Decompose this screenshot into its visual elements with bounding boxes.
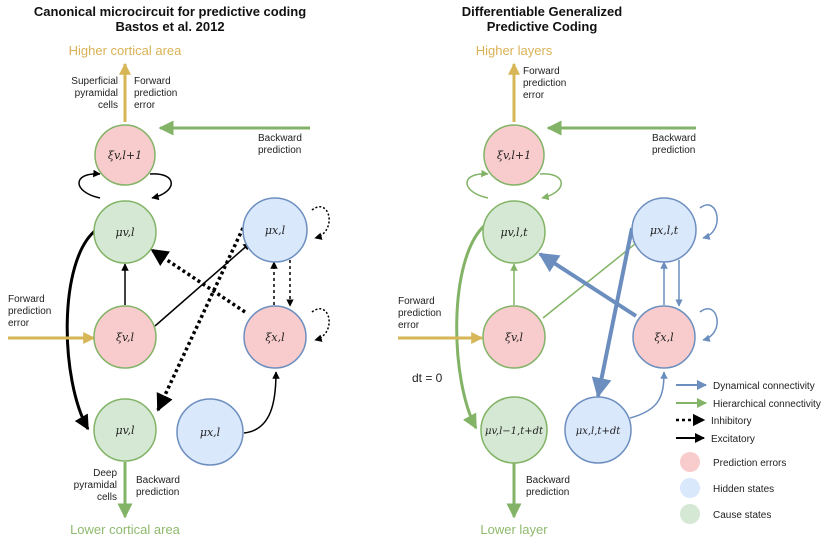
right-xi-to-mux-arrow — [542, 239, 641, 319]
right-forward-top-3: error — [523, 90, 545, 101]
left-backward-bottom-1: Backward — [136, 475, 180, 486]
left-node-xi-x-l: ξx,l — [243, 305, 307, 369]
svg-text:μx,l,t+dt: μx,l,t+dt — [576, 426, 621, 437]
svg-text:μv,l−1,t+dt: μv,l−1,t+dt — [485, 426, 544, 437]
legend-hierarchical: Hierarchical connectivity — [676, 398, 821, 410]
svg-text:Prediction errors: Prediction errors — [713, 458, 786, 469]
left-superficial-2: pyramidal — [75, 88, 118, 99]
left-lower-label: Lower cortical area — [70, 522, 181, 537]
right-forward-top-1: Forward — [523, 66, 560, 77]
right-muxdt-to-xix-arrow — [629, 371, 668, 419]
left-backward-top-2: prediction — [258, 145, 301, 156]
left-deep-2: pyramidal — [74, 480, 117, 491]
right-forward-left-1: Forward — [398, 296, 435, 307]
right-panel: Differentiable Generalized Predictive Co… — [398, 4, 718, 537]
left-inhibitory-xix-to-muv-arrow — [150, 248, 246, 314]
right-node-mu-x-lt: μx,l,t — [631, 197, 697, 263]
svg-text:Excitatory: Excitatory — [711, 434, 755, 445]
right-backward-bottom-1: Backward — [526, 475, 570, 486]
right-thick-curved-arrow — [455, 224, 486, 430]
right-node-xi-v-l: ξv,l — [482, 305, 546, 369]
right-xix-to-muv-arrow — [538, 252, 638, 318]
left-node-xi-v-l: ξv,l — [93, 305, 157, 369]
svg-text:μx,l: μx,l — [265, 224, 286, 237]
right-node-mu-x-ltdt: μx,l,t+dt — [564, 396, 632, 464]
right-forward-left-2: prediction — [398, 308, 441, 319]
legend-cause-states: Cause states — [680, 504, 771, 524]
right-self-loop-mux-arrow — [699, 204, 718, 240]
left-node-mu-x-l-bottom: μx,l — [176, 398, 244, 466]
right-self-loop-xix-arrow — [699, 308, 718, 342]
legend-dynamical: Dynamical connectivity — [676, 380, 815, 392]
right-forward-left-3: error — [398, 320, 420, 331]
svg-text:Cause states: Cause states — [713, 510, 771, 521]
left-superficial-1: Superficial — [71, 76, 118, 87]
left-backward-bottom-2: prediction — [136, 487, 179, 498]
right-higher-label: Higher layers — [476, 43, 553, 58]
right-mux-to-muxdt-arrow — [591, 227, 634, 398]
left-loop-right-arrow — [149, 173, 172, 201]
right-backward-bottom-2: prediction — [526, 487, 569, 498]
left-node-xi-v-l1: ξv,l+1 — [94, 124, 156, 186]
left-self-loop-mux-arrow — [311, 206, 330, 240]
left-loop-left-arrow — [78, 169, 101, 199]
left-inhibitory-mux-to-muv-arrow — [156, 227, 245, 412]
right-title-line2: Predictive Coding — [487, 19, 598, 34]
svg-text:Inhibitory: Inhibitory — [711, 416, 752, 427]
svg-text:ξx,l: ξx,l — [654, 331, 674, 344]
left-forward-left-3: error — [8, 318, 30, 329]
left-forward-top-3: error — [134, 100, 156, 111]
left-thick-curved-arrow — [65, 228, 97, 431]
svg-text:Dynamical connectivity: Dynamical connectivity — [713, 381, 815, 392]
left-superficial-3: cells — [98, 100, 118, 111]
svg-text:ξv,l+1: ξv,l+1 — [497, 149, 531, 162]
left-higher-label: Higher cortical area — [69, 43, 182, 58]
left-title-line2: Bastos et al. 2012 — [115, 19, 224, 34]
left-panel: Canonical microcircuit for predictive co… — [8, 4, 330, 537]
left-mux-bottom-to-xix-arrow — [243, 371, 280, 434]
svg-text:ξx,l: ξx,l — [265, 331, 285, 344]
left-self-loop-xix-arrow — [311, 308, 330, 342]
left-node-mu-x-l-top: μx,l — [242, 197, 308, 263]
right-loop-left-arrow — [466, 169, 489, 199]
left-forward-left-1: Forward — [8, 294, 45, 305]
right-title-line1: Differentiable Generalized — [462, 4, 622, 19]
svg-text:μx,l: μx,l — [200, 426, 221, 439]
right-node-mu-v-lt: μv,l,t — [482, 200, 546, 264]
svg-text:ξv,l: ξv,l — [505, 331, 523, 344]
left-title-line1: Canonical microcircuit for predictive co… — [34, 4, 306, 19]
right-node-mu-v-bottom: μv,l−1,t+dt — [480, 396, 548, 464]
svg-text:μx,l,t: μx,l,t — [650, 224, 679, 237]
left-deep-1: Deep — [93, 468, 117, 479]
left-backward-top-1: Backward — [258, 133, 302, 144]
right-node-xi-x-l: ξx,l — [632, 305, 696, 369]
legend: Dynamical connectivity Hierarchical conn… — [676, 380, 821, 524]
right-forward-top-2: prediction — [523, 78, 566, 89]
legend-prediction-errors: Prediction errors — [680, 452, 786, 472]
left-forward-top-1: Forward — [134, 76, 171, 87]
svg-text:μv,l: μv,l — [115, 424, 135, 437]
right-node-xi-v-l1: ξv,l+1 — [483, 124, 545, 186]
legend-inhibitory: Inhibitory — [676, 413, 752, 427]
svg-text:Hierarchical connectivity: Hierarchical connectivity — [713, 399, 821, 410]
legend-excitatory: Excitatory — [676, 433, 755, 445]
right-backward-top-1: Backward — [652, 133, 696, 144]
left-node-mu-v-l-bottom: μv,l — [93, 398, 157, 462]
svg-text:μv,l: μv,l — [115, 226, 135, 239]
right-loop-right-arrow — [539, 173, 562, 201]
svg-text:Hidden states: Hidden states — [713, 484, 774, 495]
right-dt-label: dt = 0 — [412, 371, 443, 385]
legend-hidden-states: Hidden states — [680, 478, 774, 498]
right-backward-top-2: prediction — [652, 145, 695, 156]
left-node-mu-v-l: μv,l — [93, 200, 157, 264]
svg-text:ξv,l+1: ξv,l+1 — [108, 149, 142, 162]
svg-text:ξv,l: ξv,l — [116, 331, 134, 344]
right-lower-label: Lower layer — [480, 522, 548, 537]
left-forward-left-2: prediction — [8, 306, 51, 317]
svg-text:μv,l,t: μv,l,t — [501, 226, 529, 239]
left-forward-top-2: prediction — [134, 88, 177, 99]
left-deep-3: cells — [97, 492, 117, 503]
